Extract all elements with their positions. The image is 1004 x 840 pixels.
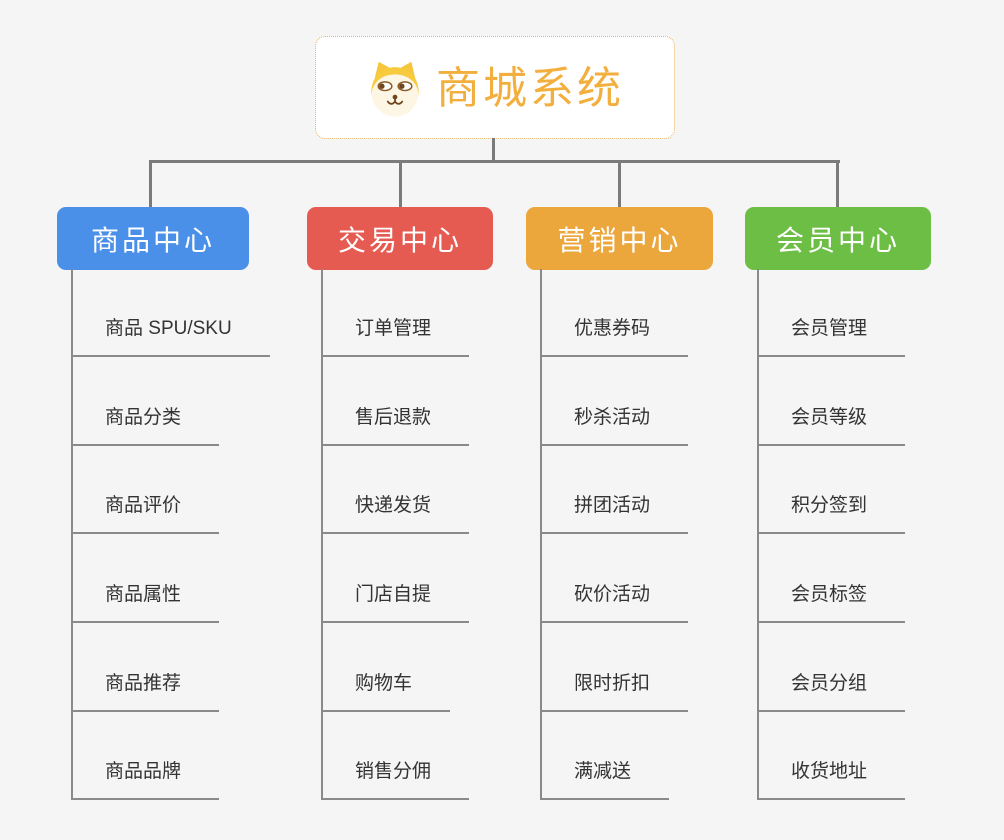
leaf-item[interactable]: 砍价活动 [540, 581, 689, 623]
connector-drop-member [836, 160, 839, 210]
branch-marketing-center[interactable]: 营销中心 [526, 207, 713, 270]
branch-product-center[interactable]: 商品中心 [57, 207, 249, 270]
leaf-item[interactable]: 商品评价 [71, 492, 220, 534]
leaf-item[interactable]: 商品 SPU/SKU [71, 315, 270, 357]
root-node[interactable]: 商城系统 [315, 36, 675, 139]
leaf-item[interactable]: 订单管理 [321, 315, 470, 357]
leaf-item[interactable]: 限时折扣 [540, 670, 689, 712]
leaf-item[interactable]: 购物车 [321, 670, 451, 712]
leaf-item[interactable]: 商品属性 [71, 581, 220, 623]
leaf-item[interactable]: 门店自提 [321, 581, 470, 623]
leaf-item[interactable]: 销售分佣 [321, 758, 470, 800]
connector-horizontal-bus [149, 160, 840, 163]
root-title: 商城系统 [436, 63, 624, 113]
connector-drop-marketing [618, 160, 621, 210]
connector-root-stem [492, 138, 495, 162]
leaf-item[interactable]: 拼团活动 [540, 492, 689, 534]
leaf-item[interactable]: 会员分组 [757, 670, 906, 712]
leaf-item[interactable]: 收货地址 [757, 758, 906, 800]
connector-drop-trade [399, 160, 402, 210]
leaf-item[interactable]: 秒杀活动 [540, 404, 689, 446]
leaf-item[interactable]: 积分签到 [757, 492, 906, 534]
leaf-item[interactable]: 商品推荐 [71, 670, 220, 712]
leaf-item[interactable]: 会员标签 [757, 581, 906, 623]
leaf-item[interactable]: 商品分类 [71, 404, 220, 446]
leaf-item[interactable]: 优惠券码 [540, 315, 689, 357]
leaf-item[interactable]: 快递发货 [321, 492, 470, 534]
connector-drop-product [149, 160, 152, 210]
leaf-item[interactable]: 满减送 [540, 758, 670, 800]
leaf-item[interactable]: 会员管理 [757, 315, 906, 357]
shiba-dog-icon [366, 59, 424, 117]
leaf-item[interactable]: 会员等级 [757, 404, 906, 446]
leaf-item[interactable]: 售后退款 [321, 404, 470, 446]
branch-member-center[interactable]: 会员中心 [745, 207, 931, 270]
branch-trade-center[interactable]: 交易中心 [307, 207, 493, 270]
leaf-item[interactable]: 商品品牌 [71, 758, 220, 800]
